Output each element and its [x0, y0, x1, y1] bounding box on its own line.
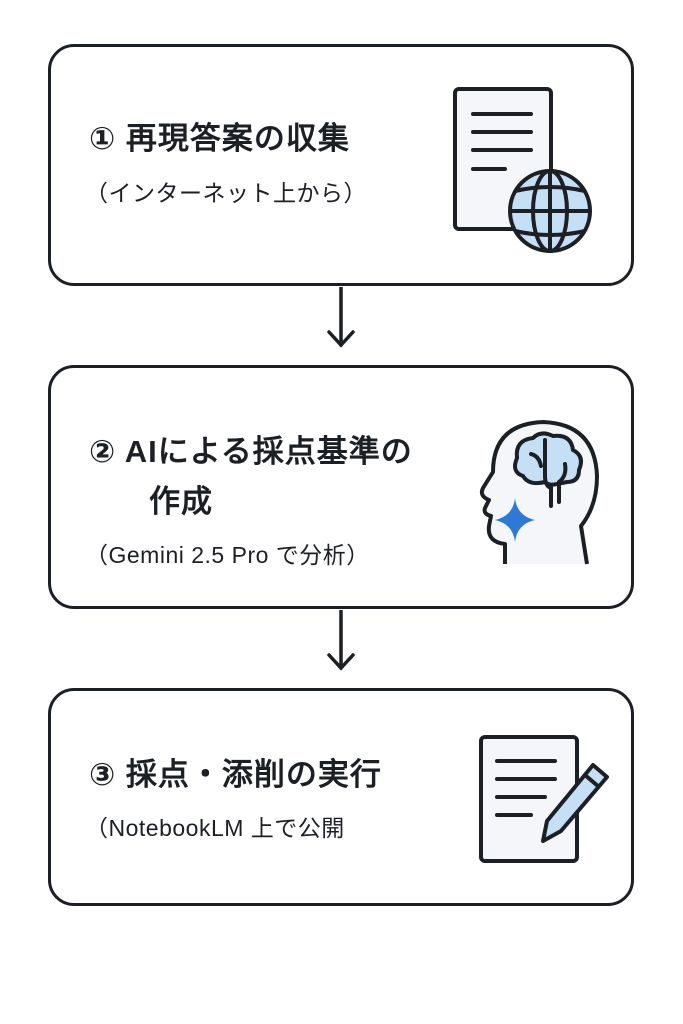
step-2-subtitle: （Gemini 2.5 Pro で分析）: [85, 542, 370, 568]
step-1-box: ① 再現答案の収集 （インターネット上から）: [48, 44, 634, 286]
step-1-title: ① 再現答案の収集: [89, 117, 350, 161]
step-1-title-text: 再現答案の収集: [125, 121, 350, 156]
step-1-subtitle: （インターネット上から）: [85, 180, 367, 206]
document-globe-icon: [453, 87, 592, 253]
step-3-number: ③: [89, 757, 117, 792]
step-2-title-line2: 作成: [149, 484, 213, 519]
step-2-title-line1: AIによる採点基準の: [124, 434, 413, 469]
step-2-number: ②: [89, 434, 117, 469]
arrow-down-icon: [327, 287, 355, 348]
arrow-down-icon: [327, 610, 355, 671]
step-1-number: ①: [89, 121, 117, 156]
step-2-title: ② AIによる採点基準の: [89, 430, 413, 474]
step-3-title: ③ 採点・添削の実行: [89, 753, 382, 797]
document-pencil-icon: [479, 735, 609, 863]
step-2-box: ② AIによる採点基準の 作成 （Gemini 2.5 Pro で分析）: [48, 365, 634, 609]
ai-head-brain-icon: [479, 420, 599, 565]
step-3-subtitle: （NotebookLM 上で公開: [85, 815, 345, 841]
step-3-box: ③ 採点・添削の実行 （NotebookLM 上で公開: [48, 688, 634, 906]
step-3-title-text: 採点・添削の実行: [125, 757, 382, 792]
